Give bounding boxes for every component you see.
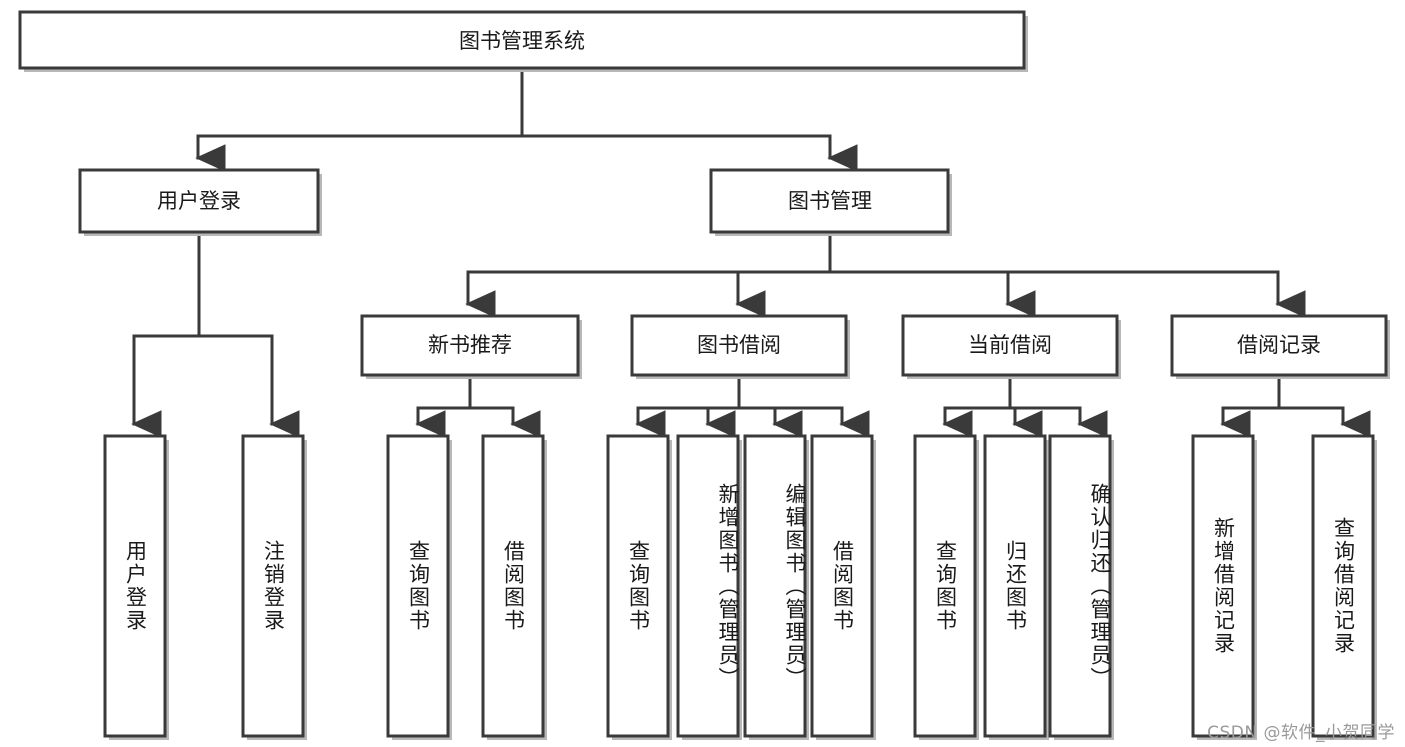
leaf-node-borrow-book-1[interactable] <box>481 434 547 740</box>
leaf-node-return-book[interactable] <box>983 434 1049 740</box>
leaf-node-user-login[interactable] <box>103 434 169 740</box>
leaf-node-query-book-3[interactable] <box>913 434 979 740</box>
leaf-node-add-book[interactable] <box>676 434 742 740</box>
node-rect <box>103 434 167 738</box>
node-rect <box>241 434 305 738</box>
node-rect <box>1170 314 1388 377</box>
node-rect <box>630 314 848 377</box>
node-label: 图书管理 <box>788 189 872 213</box>
leaf-node-add-borrow-record[interactable] <box>1191 434 1257 740</box>
node-rect <box>913 434 977 738</box>
node-label: 当前借阅 <box>968 333 1052 357</box>
leaf-node-edit-book[interactable] <box>743 434 809 740</box>
node-book-management[interactable]: 图书管理 <box>709 168 952 236</box>
leaf-node-user-logout[interactable] <box>241 434 307 740</box>
leaf-node-query-book-1[interactable] <box>386 434 452 740</box>
csdn-watermark: CSDN @软件_小贺同学 <box>1207 723 1395 743</box>
node-rect <box>18 10 1026 70</box>
node-user-login[interactable]: 用户登录 <box>78 168 322 236</box>
node-label: 用户登录 <box>157 189 241 213</box>
leaf-node-borrow-book-2[interactable] <box>810 434 876 740</box>
leaf-node-query-borrow-record[interactable] <box>1311 434 1377 740</box>
node-rect <box>1191 434 1255 738</box>
node-label: 图书管理系统 <box>459 29 585 53</box>
node-rect <box>676 434 740 738</box>
node-rect <box>901 314 1119 377</box>
node-rect <box>1048 434 1112 738</box>
node-rect <box>810 434 874 738</box>
node-book-borrow[interactable]: 图书借阅 <box>630 314 850 379</box>
node-new-book-recommend[interactable]: 新书推荐 <box>360 314 582 379</box>
node-rect <box>743 434 807 738</box>
connector-layer <box>131 66 1371 438</box>
node-rect <box>360 314 580 377</box>
node-label: 新书推荐 <box>428 333 512 357</box>
node-borrow-record[interactable]: 借阅记录 <box>1170 314 1390 379</box>
node-rect <box>78 168 320 234</box>
node-current-borrow[interactable]: 当前借阅 <box>901 314 1121 379</box>
leaf-node-confirm-return[interactable] <box>1048 434 1114 740</box>
node-rect <box>606 434 670 738</box>
node-rect <box>481 434 545 738</box>
leaf-node-query-book-2[interactable] <box>606 434 672 740</box>
node-rect <box>386 434 450 738</box>
node-rect <box>983 434 1047 738</box>
node-rect <box>709 168 950 234</box>
node-label: 图书借阅 <box>697 333 781 357</box>
node-book-management-system[interactable]: 图书管理系统 <box>18 10 1028 72</box>
node-rect <box>1311 434 1375 738</box>
node-label: 借阅记录 <box>1237 333 1321 357</box>
